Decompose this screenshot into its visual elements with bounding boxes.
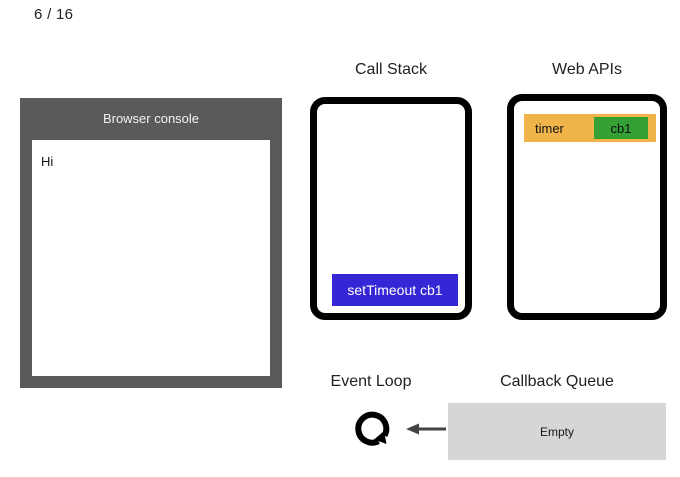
circular-arrow-icon xyxy=(355,411,390,446)
web-apis-caption: Web APIs xyxy=(552,61,622,78)
console-output-line: Hi xyxy=(41,154,54,169)
call-stack-caption: Call Stack xyxy=(354,61,428,78)
call-stack-frame-settimeout: setTimeout cb1 xyxy=(332,274,458,306)
browser-console-output: Hi xyxy=(32,140,270,376)
callback-queue-box: Empty xyxy=(448,403,666,460)
web-api-timer-entry: timer cb1 xyxy=(524,114,656,142)
web-api-callback-chip: cb1 xyxy=(594,117,648,139)
web-apis-panel: timer cb1 xyxy=(507,94,667,320)
browser-console-panel: Browser console Hi xyxy=(20,98,282,388)
left-arrow-icon xyxy=(406,423,446,435)
call-stack-panel: setTimeout cb1 xyxy=(310,97,472,320)
browser-console-title: Browser console xyxy=(102,111,200,126)
slide-counter: 6 / 16 xyxy=(34,6,74,23)
web-api-timer-label: timer xyxy=(535,120,564,136)
callback-queue-caption: Callback Queue xyxy=(500,373,614,390)
callback-queue-status: Empty xyxy=(539,424,574,439)
event-loop-caption: Event Loop xyxy=(330,373,412,390)
